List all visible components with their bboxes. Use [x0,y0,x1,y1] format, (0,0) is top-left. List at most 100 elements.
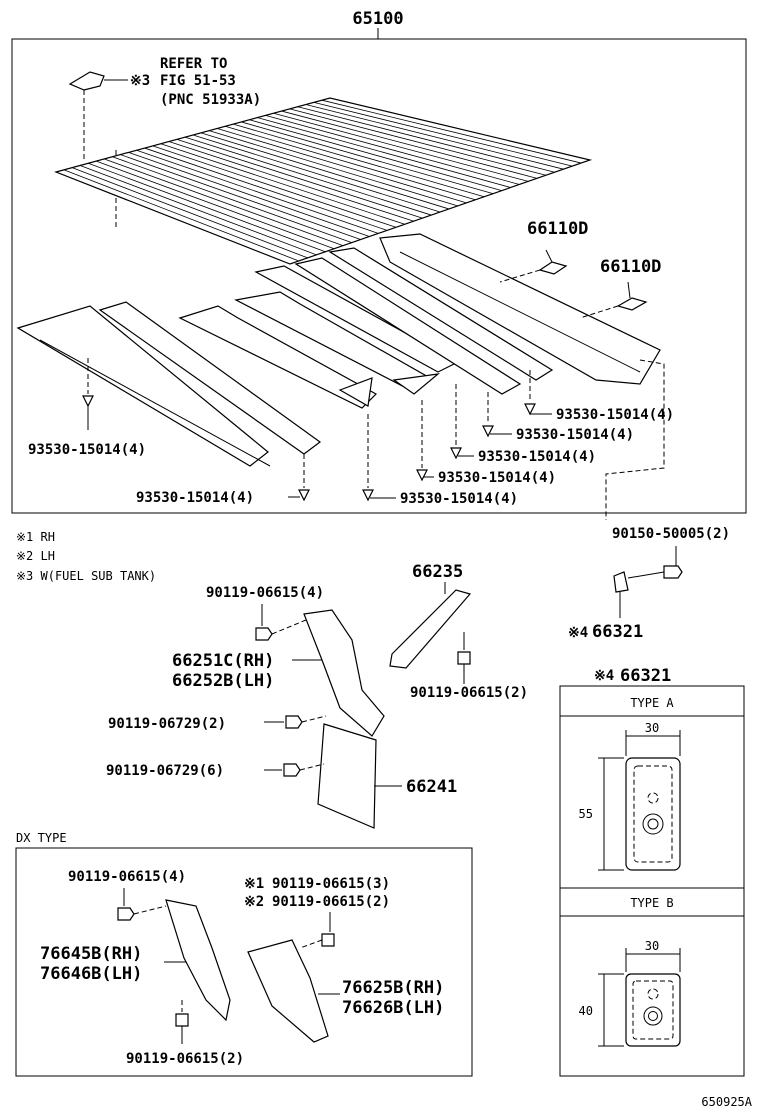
floor-rib [80,165,317,256]
flap-bolt-icon [283,763,301,777]
floor-rib [225,125,476,201]
cross-member-6 [294,257,522,395]
floor-rib [192,134,441,213]
dx-bolt-top-label: 90119-06615(4) [68,869,186,885]
flap-bolt-label: 90119-06729(6) [106,763,224,779]
clip-bolt-label: 90150-50005(2) [612,526,730,542]
screw-bottom-center-label: 93530-15014(4) [400,491,518,507]
floor-rib [273,112,529,182]
floor-rib [233,123,485,198]
dx-bolt-lh-label: 90119-06615(2) [272,894,390,910]
screw-center-low: 93530-15014(4) [416,400,556,486]
main-assembly-part-no: 65100 [352,9,403,29]
dx-flap-rh-label: 76625B(RH) [342,978,444,998]
dx-mudflap [247,939,329,1043]
diagram-code: 650925A [701,1095,752,1109]
sub-tank-plate-icon [68,71,105,91]
stay-label: 66235 [412,562,463,582]
type-a-height: 55 [579,807,593,821]
floor-rib [168,141,414,222]
floor-rib [289,108,546,176]
legend-lh: ※2 LH [16,549,55,563]
floor-rib [305,104,564,170]
type-b-height: 40 [579,1004,593,1018]
dx-type-group: 90119-06615(4) ※1 90119-06615(3) ※2 9011… [40,869,444,1067]
floor-rib [136,149,379,234]
floor-rib [176,138,423,219]
mid-bolt-icon [285,715,303,729]
clip-mark: ※4 [568,625,588,641]
screw-right-mid-label: 93530-15014(4) [516,427,634,443]
floor-rib [281,110,538,179]
bracket-lh-label: 66252B(LH) [172,671,274,691]
screw-right-upper-label: 93530-15014(4) [556,407,674,423]
floor-rib [297,106,555,173]
legend-rh: ※1 RH [16,530,55,544]
floor-rib [160,143,405,225]
screw-bottom-center: 93530-15014(4) [362,414,518,507]
type-b-label: TYPE B [630,896,673,910]
floor-rib [249,119,502,191]
dx-rh-mark: ※1 [244,876,264,892]
screw-bottom-left: 93530-15014(4) [136,454,310,506]
clip-icon [613,571,629,593]
screw-center-label: 93530-15014(4) [478,449,596,465]
dx-bracket-rh-label: 76645B(RH) [40,944,142,964]
type-a-label: TYPE A [630,696,674,710]
floor-rib [96,160,335,250]
screw-center-low-label: 93530-15014(4) [438,470,556,486]
dx-bolt-bottom-icon [175,1013,189,1027]
screw-bottom-left-label: 93530-15014(4) [136,490,254,506]
screw-center: 93530-15014(4) [450,384,596,465]
floor-rib [104,158,344,247]
clip-label: 66321 [592,622,643,642]
floor-rib [217,128,467,204]
callout-66110d-b: 66110D [600,257,661,277]
dx-lh-mark: ※2 [244,894,264,910]
type-a-drawing: 30 55 [579,721,681,871]
dx-bolt-bottom-label: 90119-06615(2) [126,1051,244,1067]
type-a-width: 30 [645,721,659,735]
cross-member-d-clip-b [616,297,648,311]
refer-mark: ※3 [130,73,150,89]
bolt-icon [255,627,273,641]
mudguard-bracket [303,609,385,737]
mudguard-stay [389,589,472,669]
floor-rib [321,99,582,164]
screw-left: 93530-15014(4) [28,358,146,458]
mid-bolt-label: 90119-06729(2) [108,716,226,732]
callout-66110d-a: 66110D [527,219,588,239]
screw-right-upper: 93530-15014(4) [524,370,674,423]
type-b-width: 30 [645,939,659,953]
type-b-clip-outline [625,973,681,1047]
type-box-mark: ※4 [594,668,614,684]
dx-bolt-side-icon [321,933,335,947]
legend-fuel-sub-tank: ※3 W(FUEL SUB TANK) [16,569,156,583]
bracket-rh-label: 66251C(RH) [172,651,274,671]
bed-floor-panel [54,97,593,265]
cross-member-1 [16,305,269,467]
main-assembly-frame [11,38,747,514]
refer-note-line-1: REFER TO [160,56,227,72]
floor-rib [144,147,388,231]
screw-right-mid: 93530-15014(4) [482,392,634,443]
floor-rib [128,152,370,237]
mudflap-label: 66241 [406,777,457,797]
floor-rib [209,130,458,207]
cross-member-4 [234,291,432,393]
floor-rib [71,167,308,259]
dx-type-frame [15,847,473,1077]
dx-type-heading: DX TYPE [16,831,67,845]
cross-member-7 [328,247,554,381]
floor-rib [63,169,299,262]
floor-screws: 93530-15014(4) 93530-15014(4) 93530-1501… [28,358,674,520]
stay-bolt-label: 90119-06615(2) [410,685,528,701]
floor-rib [120,154,361,240]
floor-rib [200,132,449,210]
floor-rib [184,136,432,216]
dx-bracket-lh-label: 76646B(LH) [40,964,142,984]
clip-group: 90150-50005(2) ※4 66321 [568,526,730,642]
cross-member-3 [178,305,377,409]
floor-rib [112,156,352,243]
